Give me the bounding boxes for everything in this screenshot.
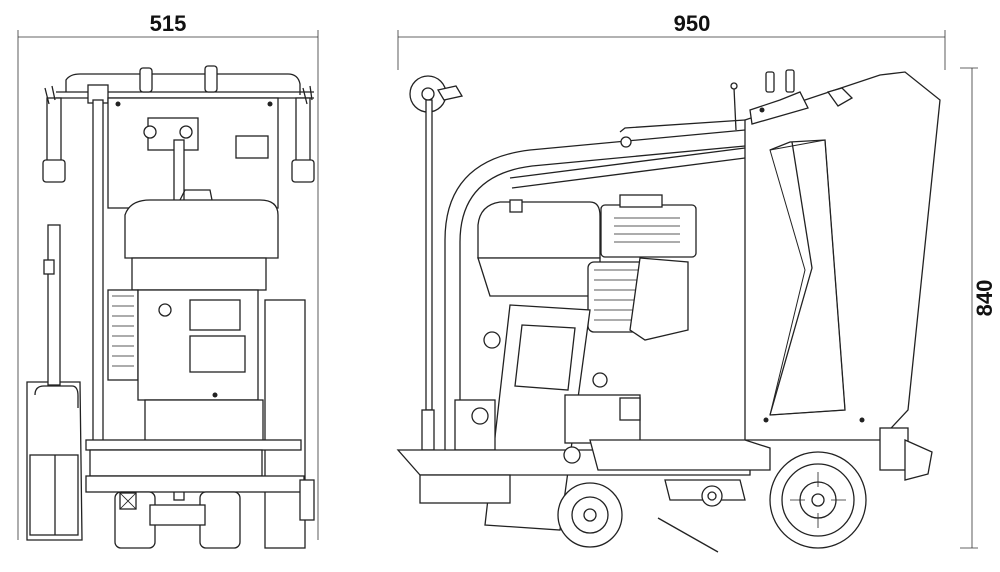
side-length-dimension: 950	[397, 11, 946, 70]
side-length-label: 950	[674, 11, 711, 36]
front-view	[26, 65, 315, 549]
front-width-dimension: 515	[17, 11, 319, 540]
side-view	[396, 69, 941, 553]
height-label: 840	[972, 280, 997, 317]
height-dimension: 840	[960, 67, 997, 549]
front-width-label: 515	[150, 11, 187, 36]
